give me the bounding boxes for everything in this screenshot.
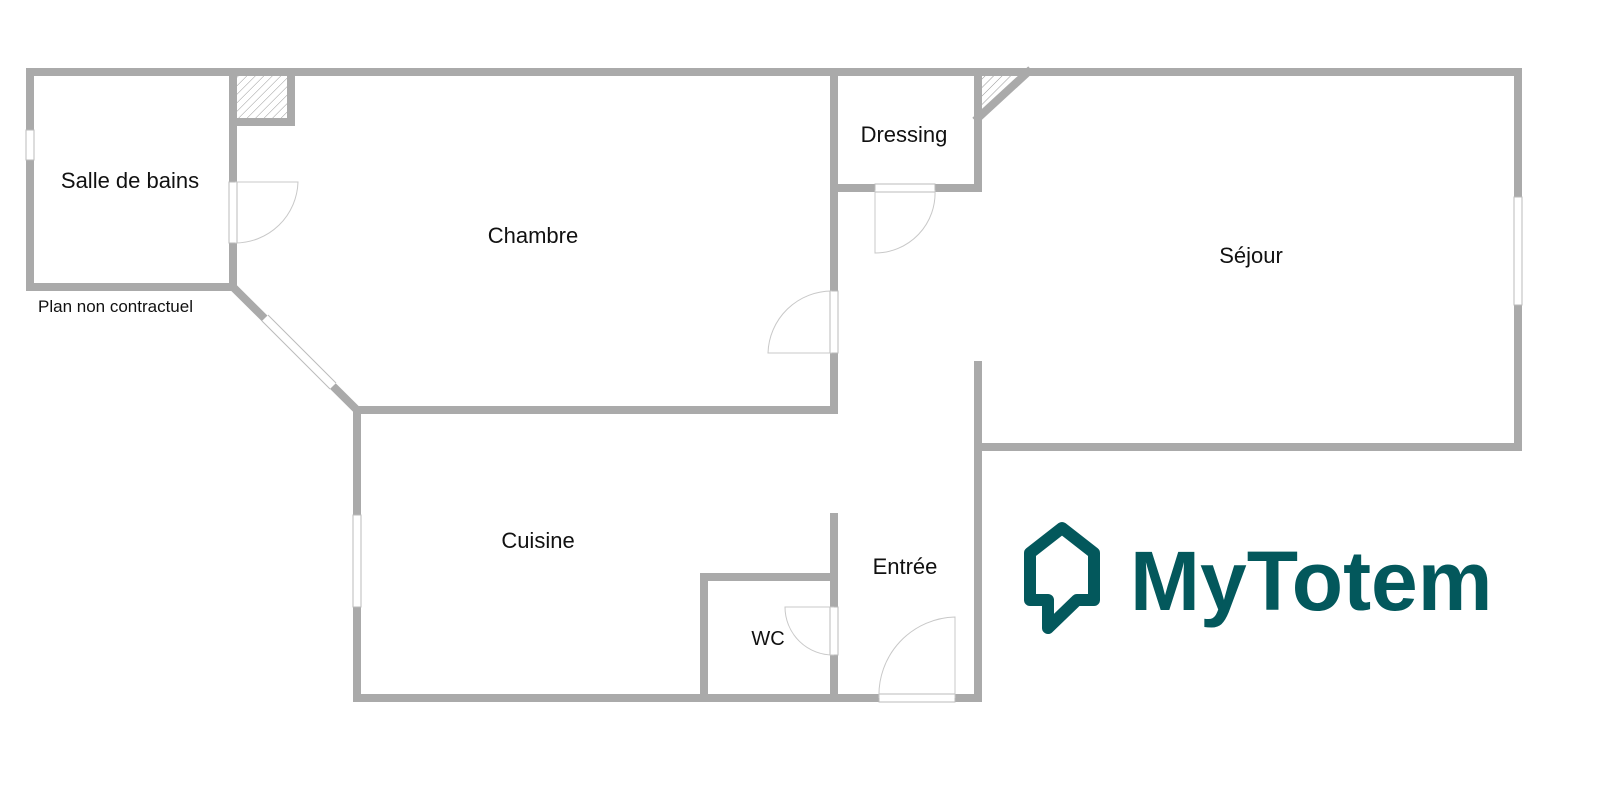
room-label-salle-de-bains: Salle de bains — [61, 168, 199, 193]
room-label-entree: Entrée — [873, 554, 938, 579]
shaft-hatch — [235, 74, 289, 122]
disclaimer-note: Plan non contractuel — [38, 297, 193, 316]
brand-name: MyTotem — [1130, 534, 1492, 628]
house-chat-icon — [1024, 522, 1100, 634]
room-label-sejour: Séjour — [1219, 243, 1283, 268]
doors — [228, 181, 956, 703]
room-label-cuisine: Cuisine — [501, 528, 574, 553]
windows — [25, 129, 1523, 608]
room-label-wc: WC — [751, 628, 784, 650]
room-label-dressing: Dressing — [861, 122, 948, 147]
brand-logo: MyTotem — [1024, 522, 1492, 634]
room-label-chambre: Chambre — [488, 223, 578, 248]
